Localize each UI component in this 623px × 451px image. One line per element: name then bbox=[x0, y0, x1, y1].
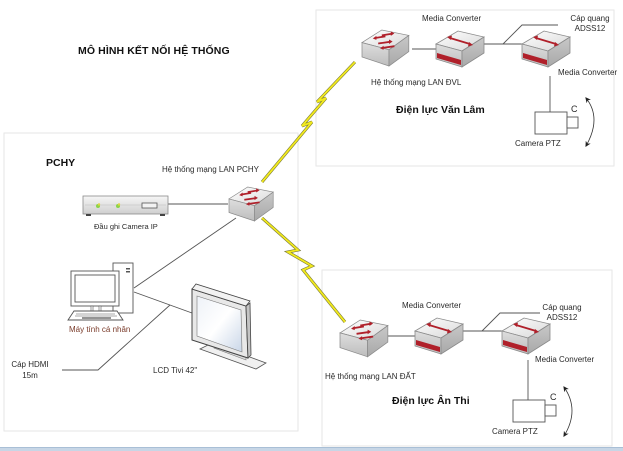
van-lam-mc1-label: Media Converter bbox=[422, 14, 482, 23]
personal-computer-icon bbox=[67, 262, 134, 321]
wan-link-pchy-van-lam bbox=[260, 60, 357, 183]
van-lam-cable-label-line1: Cáp quang bbox=[570, 14, 610, 23]
an-thi-mc1-label: Media Converter bbox=[402, 301, 462, 310]
tv-label: LCD Tivi 42" bbox=[153, 366, 198, 375]
region-van-lam-title: Điện lực Văn Lâm bbox=[396, 104, 485, 116]
van-lam-media-converter-2-icon bbox=[521, 30, 571, 68]
nvr-label: Đầu ghi Camera IP bbox=[94, 222, 158, 231]
at-cable-leader bbox=[481, 312, 540, 332]
van-lam-camera-label: Camera PTZ bbox=[515, 139, 561, 148]
an-thi-switch-label: Hệ thống mạng LAN ĐẤT bbox=[325, 372, 416, 381]
region-van-lam-border bbox=[315, 9, 615, 167]
an-thi-camera-letter: C bbox=[550, 392, 557, 402]
van-lam-switch-label: Hệ thống mạng LAN ĐVL bbox=[371, 78, 462, 87]
link-pc-switch bbox=[133, 217, 237, 289]
an-thi-camera-ptz-icon bbox=[512, 386, 573, 437]
pchy-switch-icon bbox=[228, 186, 275, 222]
nvr-device-icon bbox=[82, 195, 169, 216]
region-pchy-border bbox=[3, 132, 299, 432]
an-thi-switch-icon bbox=[339, 319, 389, 358]
van-lam-cable-label-line2: ADSS12 bbox=[574, 24, 606, 33]
bottom-border-bar bbox=[0, 447, 623, 451]
link-pc-tv bbox=[133, 291, 193, 314]
an-thi-camera-label: Camera PTZ bbox=[492, 427, 538, 436]
diagram-title: MÔ HÌNH KẾT NỐI HỆ THỐNG bbox=[78, 45, 230, 57]
hdmi-cable-label-line1: Cáp HDMI bbox=[11, 360, 49, 369]
hdmi-leader-line bbox=[62, 304, 171, 371]
region-an-thi-title: Điện lực Ân Thi bbox=[392, 395, 470, 407]
lcd-tv-icon bbox=[191, 283, 267, 370]
region-an-thi-border bbox=[321, 269, 613, 447]
pchy-switch-label: Hệ thống mạng LAN PCHY bbox=[162, 165, 259, 174]
wired-connections bbox=[62, 24, 558, 400]
van-lam-camera-ptz-icon bbox=[534, 97, 595, 147]
an-thi-cable-label-line1: Cáp quang bbox=[542, 303, 582, 312]
vl-cable-leader bbox=[502, 24, 558, 45]
van-lam-camera-letter: C bbox=[571, 104, 578, 114]
an-thi-mc2-label: Media Converter bbox=[535, 355, 595, 364]
van-lam-switch-icon bbox=[361, 29, 410, 67]
wan-links bbox=[260, 60, 357, 323]
wan-link-pchy-an-thi bbox=[261, 216, 347, 323]
region-borders bbox=[3, 9, 615, 447]
region-pchy-title: PCHY bbox=[46, 157, 76, 169]
van-lam-media-converter-1-icon bbox=[435, 30, 485, 68]
an-thi-media-converter-2-icon bbox=[501, 317, 551, 355]
an-thi-media-converter-1-icon bbox=[414, 317, 464, 355]
an-thi-cable-label-line2: ADSS12 bbox=[546, 313, 578, 322]
van-lam-mc2-label: Media Converter bbox=[558, 68, 618, 77]
hdmi-cable-label-line2: 15m bbox=[22, 371, 38, 380]
pc-label: Máy tính cá nhân bbox=[69, 325, 131, 334]
